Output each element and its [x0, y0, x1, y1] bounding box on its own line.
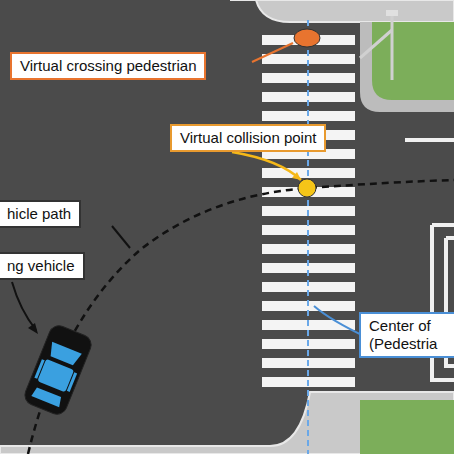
- callout-text: hicle path: [7, 205, 71, 223]
- lamp-arm: [360, 30, 392, 58]
- corner-sidewalk: [360, 22, 454, 112]
- leader-line: [112, 226, 130, 248]
- callout-text: Center of (Pedestria: [369, 317, 447, 353]
- top-sidewalk: [230, 0, 454, 22]
- vehicle-path: [28, 180, 454, 454]
- collision-marker: [298, 179, 316, 197]
- callout-box: Virtual collision point: [170, 124, 326, 152]
- lamp-head: [386, 10, 398, 16]
- callout-box: Virtual crossing pedestrian: [10, 52, 206, 80]
- leader-line: [12, 282, 36, 330]
- leader-arrowhead: [292, 172, 301, 180]
- callout-text: Virtual collision point: [180, 129, 316, 147]
- callout-box: ng vehicle: [0, 252, 85, 280]
- leader-arrowhead: [28, 323, 38, 334]
- callout-box: Center of (Pedestria: [359, 312, 454, 358]
- lane-line: [405, 138, 454, 142]
- grass-corner: [372, 22, 454, 100]
- lamp-pole: [391, 10, 394, 80]
- leader-line: [252, 43, 293, 62]
- callout-text: Virtual crossing pedestrian: [20, 57, 196, 75]
- leader-line: [232, 152, 301, 180]
- crosswalk-center-line: [307, 20, 309, 454]
- pedestrian-marker: [294, 29, 320, 47]
- turning-car: [22, 323, 94, 417]
- grass-bottom: [360, 400, 454, 454]
- callout-box: hicle path: [0, 200, 81, 228]
- callout-text: ng vehicle: [7, 257, 75, 275]
